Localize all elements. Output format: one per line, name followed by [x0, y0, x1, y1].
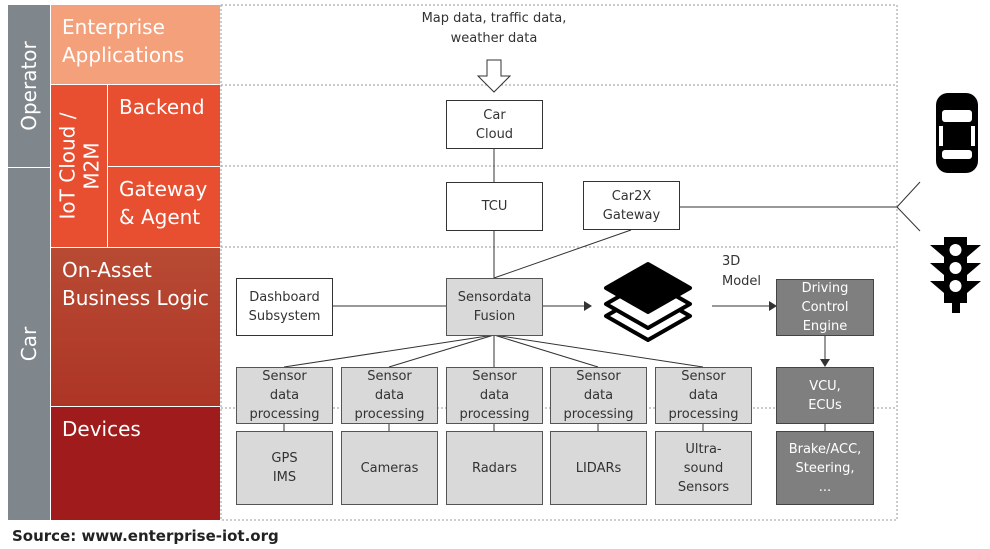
device-lidars-box: LIDARs	[550, 431, 647, 505]
sensor-processing-box: Sensor data processing	[446, 367, 543, 424]
device-radars-box: Radars	[446, 431, 543, 505]
layers-icon	[604, 262, 692, 342]
car-cloud-box: Car Cloud	[446, 100, 543, 149]
layer-gateway: Gateway & Agent	[108, 167, 220, 247]
car-label: Car	[8, 168, 50, 520]
sensor-processing-box: Sensor data processing	[550, 367, 647, 424]
sensor-processing-box: Sensor data processing	[655, 367, 752, 424]
layer-iot: IoT Cloud / M2M	[51, 85, 107, 247]
sensor-processing-box: Sensor data processing	[341, 367, 438, 424]
3d-model-label: 3D Model	[722, 254, 762, 289]
dashboard-subsystem-box: Dashboard Subsystem	[236, 278, 333, 336]
traffic-light-icon	[930, 237, 981, 313]
layer-onasset: On-Asset Business Logic	[51, 248, 220, 406]
car2x-gateway-box: Car2X Gateway	[583, 181, 680, 230]
tcu-box: TCU	[446, 182, 543, 231]
input-data-label: Map data, traffic data, weather data	[421, 11, 567, 46]
car-icon	[936, 93, 978, 173]
device-gps-box: GPS IMS	[236, 431, 333, 505]
hollow-arrow-down-icon	[476, 59, 512, 93]
layer-enterprise: Enterprise Applications	[51, 5, 220, 84]
source-caption: Source: www.enterprise-iot.org	[12, 527, 279, 545]
vcu-ecus-box: VCU, ECUs	[776, 367, 874, 424]
driving-control-engine-box: Driving Control Engine	[776, 279, 874, 336]
device-cameras-box: Cameras	[341, 431, 438, 505]
layer-backend: Backend	[108, 85, 220, 166]
operator-label: Operator	[8, 5, 50, 167]
layer-devices: Devices	[51, 407, 220, 520]
device-ultrasound-box: Ultra- sound Sensors	[655, 431, 752, 505]
sensor-processing-box: Sensor data processing	[236, 367, 333, 424]
sensordata-fusion-box: Sensordata Fusion	[446, 278, 543, 336]
brake-steering-box: Brake/ACC, Steering, ...	[776, 431, 874, 505]
